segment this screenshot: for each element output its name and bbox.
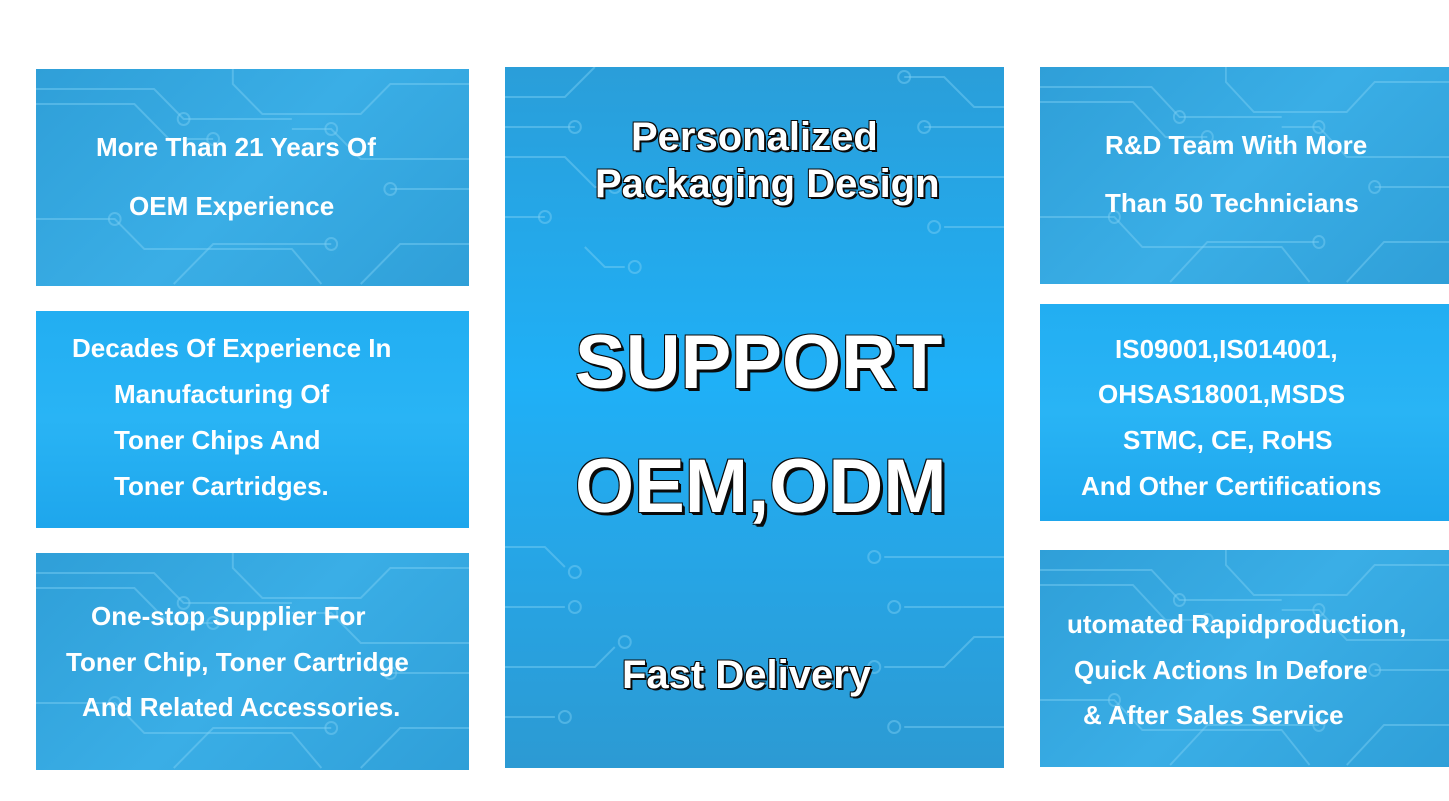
card-line: Manufacturing Of — [114, 379, 330, 409]
oem-odm-support-banner: Personalized Packaging Design SUPPORT OE… — [505, 67, 1004, 768]
card-line: More Than 21 Years Of — [96, 132, 376, 162]
circuit-pattern — [1040, 67, 1449, 283]
card-line: utomated Rapidproduction, — [1067, 609, 1407, 639]
card-line: Quick Actions In Defore — [1074, 655, 1368, 685]
card-line: R&D Team With More — [1105, 130, 1368, 160]
card-line: Decades Of Experience In — [72, 333, 392, 363]
feature-card-oem-years: More Than 21 Years Of OEM Experience — [36, 69, 469, 286]
card-line: OEM Experience — [129, 191, 335, 221]
card-line: One-stop Supplier For — [91, 601, 366, 631]
card-line: OHSAS18001,MSDS — [1098, 379, 1346, 409]
feature-card-one-stop: One-stop Supplier For Toner Chip, Toner … — [36, 553, 469, 770]
card-line: And Other Certifications — [1081, 471, 1382, 501]
oem-odm-heading: OEM,ODM — [575, 444, 947, 529]
fast-delivery-text: Fast Delivery — [622, 653, 872, 697]
support-heading: SUPPORT — [575, 320, 943, 405]
headline-packaging-design: Packaging Design — [595, 162, 940, 206]
feature-card-rnd-team: R&D Team With More Than 50 Technicians — [1040, 67, 1449, 284]
feature-card-certifications: IS09001,IS014001, OHSAS18001,MSDS STMC, … — [1040, 304, 1449, 521]
card-line: STMC, CE, RoHS — [1123, 425, 1333, 455]
feature-card-manufacturing: Decades Of Experience In Manufacturing O… — [36, 311, 469, 528]
card-line: Than 50 Technicians — [1105, 188, 1359, 218]
card-line: & After Sales Service — [1083, 700, 1344, 730]
card-line: Toner Chips And — [114, 425, 321, 455]
headline-personalized: Personalized — [631, 115, 878, 159]
card-line: Toner Cartridges. — [114, 471, 329, 501]
card-line: And Related Accessories. — [82, 692, 401, 722]
circuit-pattern — [36, 69, 469, 285]
feature-card-after-sales: utomated Rapidproduction, Quick Actions … — [1040, 550, 1449, 767]
card-line: Toner Chip, Toner Cartridge — [66, 647, 409, 677]
card-line: IS09001,IS014001, — [1115, 334, 1338, 364]
